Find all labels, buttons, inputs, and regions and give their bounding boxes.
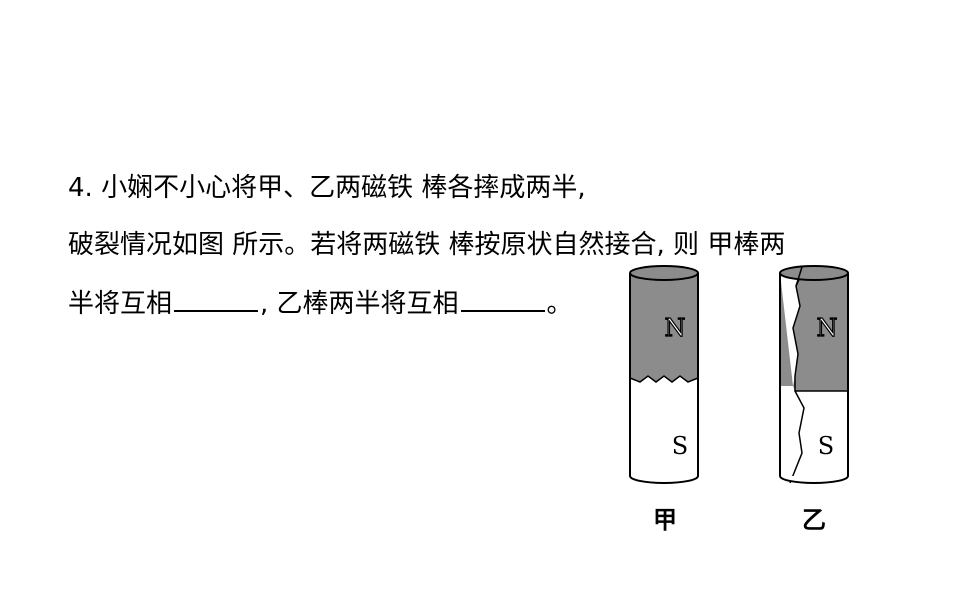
magnet-b-caption: 乙 — [802, 506, 826, 534]
magnet-a-south-label: S — [672, 432, 688, 460]
answer-blank-2[interactable] — [460, 274, 545, 312]
answer-blank-1[interactable] — [174, 274, 259, 312]
magnet-figure: N S 甲 N S 乙 — [610, 258, 880, 548]
magnet-b-north-label: N — [817, 314, 838, 342]
magnet-b-south-label: S — [818, 432, 834, 460]
magnet-b: N S 乙 — [779, 265, 849, 534]
magnet-diagram: N S 甲 N S 乙 — [629, 265, 849, 534]
magnet-a-caption: 甲 — [653, 506, 677, 534]
question-line-1: 4. 小娴不小心将甲、乙两磁铁 棒各摔成两半, — [68, 173, 586, 203]
magnet-b-south-section — [780, 386, 848, 476]
question-line-3-end: 。 — [546, 289, 573, 319]
question-line-3-part2: , 乙棒两半将互相 — [260, 289, 459, 319]
magnet-a-north-label: N — [665, 314, 686, 342]
question-line-3: 半将互相 , 乙棒两半将互相 。 — [68, 274, 868, 331]
magnet-a: N S 甲 — [629, 265, 699, 534]
magnet-a-north-section — [630, 273, 698, 382]
magnet-b-crack — [789, 272, 848, 484]
question-text: 4. 小娴不小心将甲、乙两磁铁 棒各摔成两半, 破裂情况如图 所示。若将两磁铁 … — [68, 160, 868, 331]
magnet-b-north-section — [780, 273, 848, 391]
magnet-a-south-section — [630, 376, 698, 476]
question-line-2: 破裂情况如图 所示。若将两磁铁 棒按原状自然接合, 则 甲棒两 — [68, 230, 786, 260]
magnet-a-crack — [629, 375, 699, 383]
question-line-3-part1: 半将互相 — [68, 289, 173, 319]
